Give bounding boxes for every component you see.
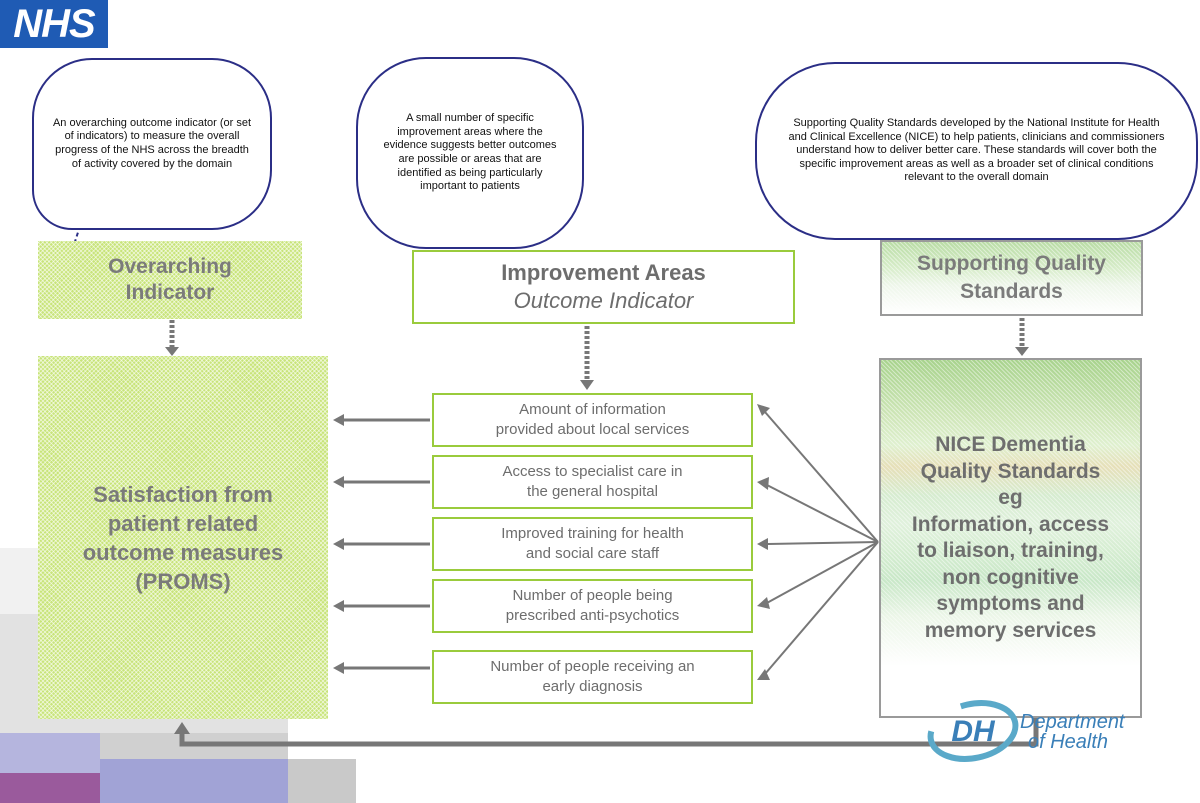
improvement-title-line2: Outcome Indicator (513, 288, 694, 313)
supporting-standards-box: Supporting Quality Standards (880, 240, 1143, 316)
improvement-title-line1: Improvement Areas (501, 260, 706, 285)
overarching-title-line2: Indicator (125, 281, 215, 304)
improvement-item: Improved training for health and social … (432, 517, 753, 571)
nice-line6: non cognitive (942, 565, 1079, 589)
satisfaction-line2: patient related (107, 510, 259, 536)
deco-square (0, 773, 100, 803)
nice-line8: memory services (924, 618, 1097, 642)
improvement-item: Access to specialist care in the general… (432, 455, 753, 509)
satisfaction-line1: Satisfaction from (93, 481, 273, 507)
nice-line4: Information, access (911, 512, 1110, 536)
overarching-title-line1: Overarching (108, 255, 232, 278)
satisfaction-box: Satisfaction from patient related outcom… (38, 356, 328, 719)
nice-line1: NICE Dementia (935, 433, 1086, 456)
improvement-item-line2: and social care staff (525, 545, 660, 562)
dh-logo-line1: Department (1020, 711, 1125, 733)
improvement-item-line2: the general hospital (527, 483, 658, 500)
improvement-item: Number of people receiving an early diag… (432, 650, 753, 704)
supporting-title-line2: Standards (960, 280, 1063, 303)
callout-improvement: A small number of specific improvement a… (356, 57, 584, 249)
improvement-item-line1: Number of people receiving an (490, 658, 695, 675)
callout-overarching: An overarching outcome indicator (or set… (32, 58, 272, 230)
improvement-item-line2: prescribed anti-psychotics (505, 607, 680, 624)
overarching-indicator-box: Overarching Indicator (38, 241, 302, 319)
callout-overarching-text: An overarching outcome indicator (or set… (52, 116, 252, 170)
nice-line7: symptoms and (936, 592, 1085, 615)
improvement-item-line1: Improved training for health (501, 525, 684, 542)
improvement-item-line1: Amount of information (519, 401, 666, 418)
nice-line3: eg (998, 486, 1023, 509)
dh-logo-text: Department of Health (1020, 712, 1125, 752)
improvement-item-line2: provided about local services (495, 421, 690, 438)
nice-line5: to liaison, training, (917, 539, 1104, 562)
improvement-item-line2: early diagnosis (542, 678, 643, 695)
supporting-title-line1: Supporting Quality (917, 252, 1106, 275)
return-arrow (179, 718, 1039, 747)
dh-logo-letters: DH (951, 715, 996, 748)
improvement-item-line1: Number of people being (512, 587, 673, 604)
improvement-item: Amount of information provided about loc… (432, 393, 753, 447)
nice-standards-box: NICE Dementia Quality Standards eg Infor… (879, 358, 1142, 718)
deco-square (100, 759, 288, 803)
callout-improvement-text: A small number of specific improvement a… (383, 112, 557, 193)
deco-square (0, 733, 100, 773)
improvement-areas-box: Improvement Areas Outcome Indicator (412, 250, 795, 324)
deco-square (288, 759, 356, 803)
improvement-item-line1: Access to specialist care in (502, 463, 683, 480)
dh-logo-line2: of Health (1028, 731, 1109, 753)
callout-supporting: Supporting Quality Standards developed b… (755, 62, 1198, 240)
satisfaction-line4: (PROMS) (135, 568, 231, 594)
nice-line2: Quality Standards (920, 459, 1101, 483)
nhs-logo: NHS (0, 0, 108, 48)
improvement-item: Number of people being prescribed anti-p… (432, 579, 753, 633)
dh-logo-mark: DH (927, 700, 1019, 762)
callout-supporting-text: Supporting Quality Standards developed b… (788, 117, 1165, 184)
satisfaction-line3: outcome measures (82, 539, 284, 565)
